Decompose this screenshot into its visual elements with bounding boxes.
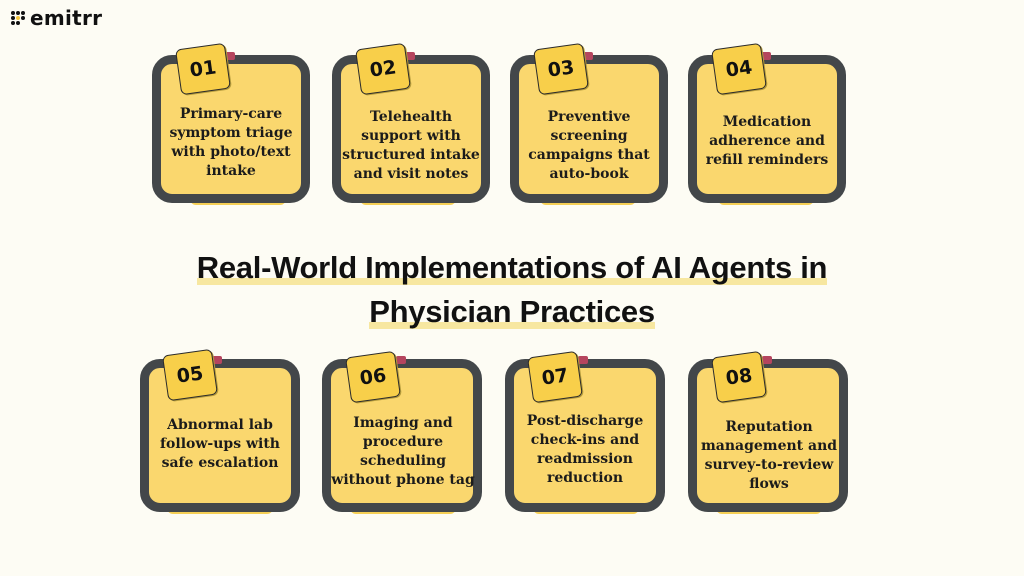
number-badge: 04 — [711, 42, 767, 96]
number-badge: 08 — [711, 350, 767, 404]
number-badge: 06 — [345, 350, 401, 404]
dot-grid-icon — [11, 11, 25, 25]
card-text: Abnormal lab follow-ups with safe escala… — [160, 416, 280, 471]
number-badge: 05 — [162, 348, 218, 402]
tab-marker — [761, 52, 771, 60]
tab-marker — [583, 52, 593, 60]
title-line-1: Real-World Implementations of AI Agents … — [196, 250, 828, 285]
tab-marker — [396, 356, 406, 364]
number-badge: 07 — [527, 350, 583, 404]
page-title: Real-World Implementations of AI Agents … — [0, 246, 1024, 334]
card-text: Post-discharge check-ins and readmission… — [526, 413, 644, 486]
card-text: Reputation management and survey-to-revi… — [700, 419, 838, 492]
tab-marker — [762, 356, 772, 364]
card-text: Imaging and procedure scheduling without… — [331, 415, 475, 488]
tab-marker — [225, 52, 235, 60]
card-text: Primary-care symptom triage with photo/t… — [169, 106, 293, 179]
brand-logo: emitrr — [11, 8, 102, 28]
card-text: Telehealth support with structured intak… — [342, 109, 480, 182]
card-text: Medication adherence and refill reminder… — [705, 113, 829, 168]
tab-marker — [212, 356, 222, 364]
tab-marker — [578, 356, 588, 364]
tab-marker — [405, 52, 415, 60]
card-text: Preventive screening campaigns that auto… — [528, 109, 650, 182]
number-badge: 02 — [355, 42, 411, 96]
brand-name: emitrr — [30, 6, 103, 30]
number-badge: 01 — [175, 42, 231, 96]
number-badge: 03 — [533, 42, 589, 96]
title-line-2: Physician Practices — [369, 294, 655, 329]
